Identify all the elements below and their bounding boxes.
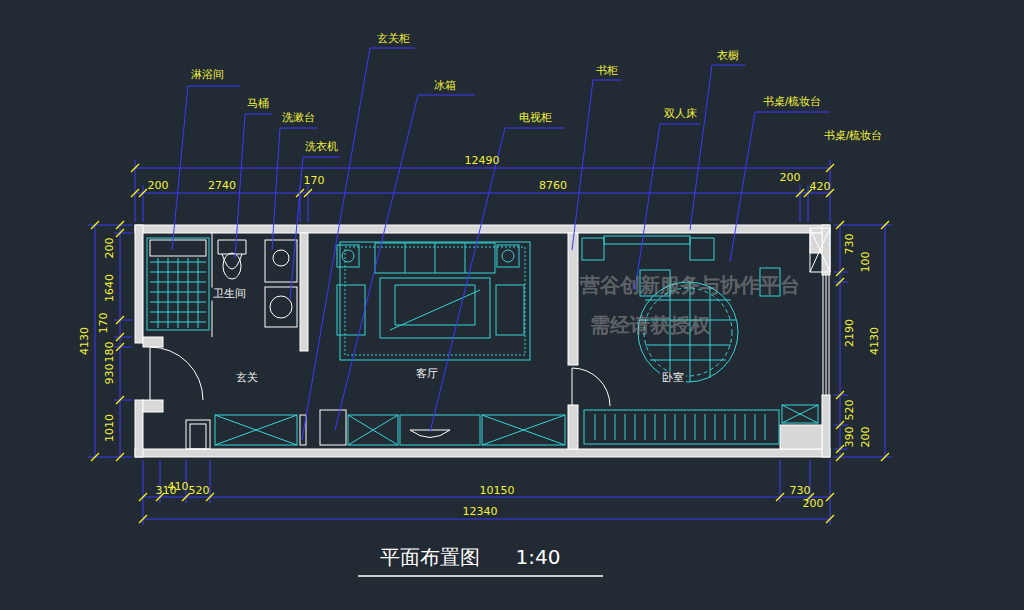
scale: 1:40 [516,546,561,569]
callout-label: 冰箱 [434,80,456,93]
dimension: 420 [810,181,831,194]
dimension: 170 [304,175,325,188]
callout-label: 淋浴间 [191,69,224,82]
dimension: 520 [189,485,210,498]
watermark: 营谷创新服务与协作平台 [580,274,800,297]
dimension: 10150 [480,485,515,498]
room-name: 卧室 [660,372,686,385]
dimension: 180 [104,342,117,363]
dimension: 200 [803,498,824,511]
callout-label: 衣橱 [717,50,739,63]
dimension: 2190 [844,319,857,347]
dimension: 410 [168,481,189,494]
dimension: 730 [844,234,857,255]
watermark: 需经请获授权 [590,314,710,337]
dimension: 4130 [869,327,882,355]
dimension: 930 [104,364,117,385]
dimension: 1640 [104,274,117,302]
callout-label: 电视柜 [519,112,552,125]
dimension: 8760 [539,180,567,193]
dimension: 200 [148,180,169,193]
dimension: 100 [860,252,873,273]
dimension: 200 [860,427,873,448]
callout-label: 玄关柜 [377,33,410,46]
room-name: 玄关 [234,372,260,385]
dimension: 200 [780,172,801,185]
dimension: 730 [790,485,811,498]
callout-label: 书桌/梳妆台 [763,96,822,109]
dimension: 200 [104,238,117,259]
dimension: 520 [844,400,857,421]
dimension: 12490 [465,155,500,168]
dimension: 390 [844,427,857,448]
callout-label: 洗漱台 [282,112,315,125]
drawing-title: 平面布置图 [380,546,480,569]
callout-label: 双人床 [664,108,697,121]
room-name: 卫生间 [211,288,248,301]
callout-label: 书柜 [596,65,618,78]
callout-label: 书桌/梳妆台 [824,130,883,143]
callout-label: 马桶 [247,98,269,111]
callout-label: 洗衣机 [305,141,338,154]
room-name: 客厅 [414,368,440,381]
dimension: 4130 [79,327,92,355]
dimension: 2740 [208,180,236,193]
dimension: 12340 [463,506,498,519]
dimension: 1010 [104,414,117,442]
dimension: 170 [98,313,111,334]
